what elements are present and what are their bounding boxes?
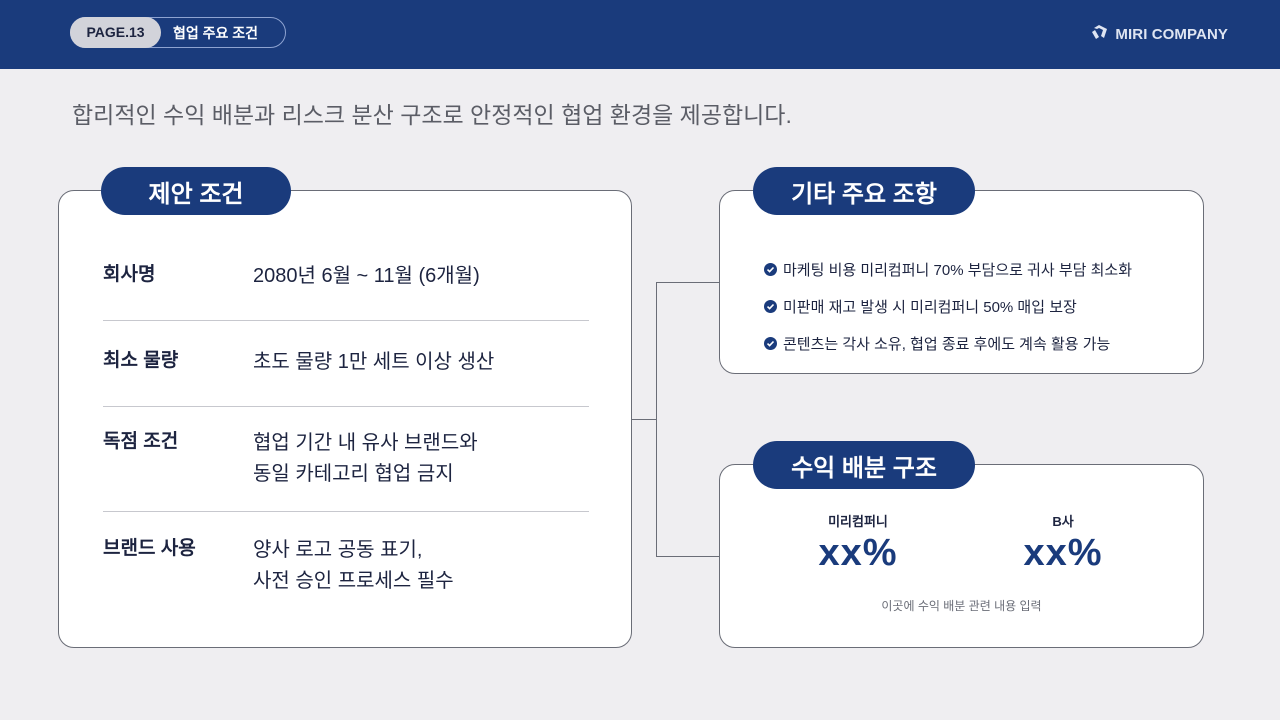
check-circle-icon (764, 263, 777, 276)
proposal-row: 회사명 2080년 6월 ~ 11월 (6개월) (103, 261, 589, 292)
party-name: B사 (1052, 514, 1074, 529)
proposal-row: 브랜드 사용 양사 로고 공동 표기, 사전 승인 프로세스 필수 (103, 535, 589, 597)
value-line: 양사 로고 공동 표기, (253, 539, 423, 561)
other-terms-card: 마케팅 비용 미리컴퍼니 70% 부담으로 귀사 부담 최소화 미판매 재고 발… (719, 190, 1204, 374)
connector-line (656, 282, 720, 283)
row-label: 회사명 (103, 264, 156, 285)
proposal-title: 제안 조건 (101, 167, 291, 215)
revenue-split-card: 미리컴퍼니 xx% B사 xx% 이곳에 수익 배분 관련 내용 입력 (719, 464, 1204, 648)
row-label: 독점 조건 (103, 431, 179, 452)
terms-list: 마케팅 비용 미리컴퍼니 70% 부담으로 귀사 부담 최소화 미판매 재고 발… (764, 251, 1132, 362)
party-split: 미리컴퍼니 xx% (778, 511, 938, 575)
top-bar: PAGE.13 협업 주요 조건 MIRI COMPANY (0, 0, 1280, 69)
party-name: 미리컴퍼니 (828, 514, 888, 529)
divider (103, 320, 589, 321)
page-subtitle: 합리적인 수익 배분과 리스크 분산 구조로 안정적인 협업 환경을 제공합니다… (72, 102, 792, 128)
value-line: 동일 카테고리 협업 금지 (253, 463, 454, 485)
party-split: B사 xx% (983, 511, 1143, 575)
divider (103, 406, 589, 407)
value-line: 사전 승인 프로세스 필수 (253, 570, 454, 592)
revenue-split-title: 수익 배분 구조 (753, 441, 975, 489)
connector-line (632, 419, 656, 420)
row-value: 초도 물량 1만 세트 이상 생산 (253, 347, 494, 378)
value-line: 협업 기간 내 유사 브랜드와 (253, 432, 478, 454)
row-label: 브랜드 사용 (103, 538, 196, 559)
list-item: 마케팅 비용 미리컴퍼니 70% 부담으로 귀사 부담 최소화 (764, 251, 1132, 288)
page-title: 협업 주요 조건 (173, 24, 259, 41)
row-value: 협업 기간 내 유사 브랜드와 동일 카테고리 협업 금지 (253, 428, 478, 490)
connector-line (656, 556, 720, 557)
list-item: 미판매 재고 발생 시 미리컴퍼니 50% 매입 보장 (764, 288, 1132, 325)
row-value: 2080년 6월 ~ 11월 (6개월) (253, 261, 480, 292)
other-terms-title: 기타 주요 조항 (753, 167, 975, 215)
connector-line (656, 282, 657, 557)
check-circle-icon (764, 300, 777, 313)
party-percent: xx% (818, 532, 898, 574)
split-note: 이곳에 수익 배분 관련 내용 입력 (881, 599, 1042, 613)
row-label: 최소 물량 (103, 350, 179, 371)
brand-logo: MIRI COMPANY (1091, 24, 1228, 44)
value-line: 2080년 6월 ~ 11월 (6개월) (253, 265, 480, 287)
miri-logo-icon (1091, 24, 1109, 44)
page-indicator: PAGE.13 협업 주요 조건 (70, 16, 286, 48)
proposal-card: 회사명 2080년 6월 ~ 11월 (6개월) 최소 물량 초도 물량 1만 … (58, 190, 632, 648)
party-percent: xx% (1023, 532, 1103, 574)
page-number: PAGE.13 (70, 16, 161, 48)
list-item: 콘텐츠는 각사 소유, 협업 종료 후에도 계속 활용 가능 (764, 325, 1132, 362)
item-text: 마케팅 비용 미리컴퍼니 70% 부담으로 귀사 부담 최소화 (783, 262, 1132, 279)
brand-name: MIRI COMPANY (1115, 25, 1228, 43)
proposal-row: 최소 물량 초도 물량 1만 세트 이상 생산 (103, 347, 589, 378)
item-text: 미판매 재고 발생 시 미리컴퍼니 50% 매입 보장 (783, 299, 1077, 316)
value-line: 초도 물량 1만 세트 이상 생산 (253, 351, 495, 373)
row-value: 양사 로고 공동 표기, 사전 승인 프로세스 필수 (253, 535, 454, 597)
check-circle-icon (764, 337, 777, 350)
item-text: 콘텐츠는 각사 소유, 협업 종료 후에도 계속 활용 가능 (783, 336, 1111, 353)
proposal-row: 독점 조건 협업 기간 내 유사 브랜드와 동일 카테고리 협업 금지 (103, 428, 589, 490)
divider (103, 511, 589, 512)
